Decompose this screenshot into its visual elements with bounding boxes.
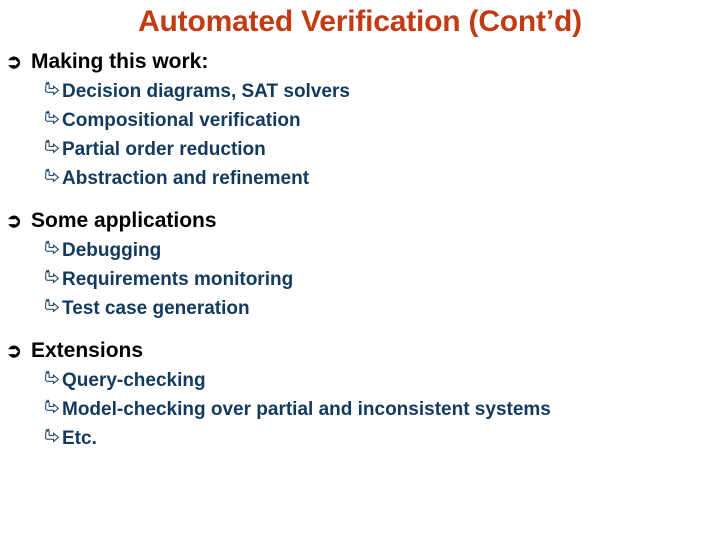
bullet-level2-label: Decision diagrams, SAT solvers (62, 81, 350, 102)
bullet-level2-label: Model-checking over partial and inconsis… (62, 399, 551, 420)
bullet-level2-label: Test case generation (62, 298, 250, 319)
circled-right-arrow-icon: ➲ (6, 341, 22, 362)
slide-body: ➲ Making this work: Decision diagrams, S… (0, 47, 720, 453)
pointing-hand-icon (44, 168, 62, 183)
bullet-level2: Test case generation (0, 294, 720, 323)
pointing-hand-icon (44, 370, 62, 385)
bullet-group: ➲ Extensions Query-checking Model-checki… (0, 336, 720, 453)
circled-right-arrow-icon: ➲ (6, 52, 22, 73)
bullet-level1: ➲ Some applications (0, 206, 720, 236)
pointing-hand-icon (44, 240, 62, 255)
bullet-level2: Abstraction and refinement (0, 164, 720, 193)
circled-right-arrow-icon: ➲ (6, 211, 22, 232)
bullet-level1: ➲ Making this work: (0, 47, 720, 77)
bullet-level2: Query-checking (0, 366, 720, 395)
pointing-hand-icon (44, 399, 62, 414)
bullet-level2: Etc. (0, 424, 720, 453)
pointing-hand-icon (44, 110, 62, 125)
bullet-level2: Requirements monitoring (0, 265, 720, 294)
pointing-hand-icon (44, 428, 62, 443)
bullet-level2-label: Etc. (62, 428, 97, 449)
bullet-level2-label: Compositional verification (62, 110, 301, 131)
bullet-level1: ➲ Extensions (0, 336, 720, 366)
bullet-group: ➲ Some applications Debugging Requiremen… (0, 206, 720, 323)
bullet-level2: Partial order reduction (0, 135, 720, 164)
bullet-group: ➲ Making this work: Decision diagrams, S… (0, 47, 720, 193)
bullet-level2: Compositional verification (0, 106, 720, 135)
bullet-level2-label: Abstraction and refinement (62, 168, 310, 189)
bullet-level1-label: Some applications (31, 209, 217, 232)
bullet-level1-label: Extensions (31, 339, 144, 362)
page-title: Automated Verification (Cont’d) (138, 5, 582, 38)
pointing-hand-icon (44, 298, 62, 313)
bullet-level2-label: Query-checking (62, 370, 206, 391)
bullet-level2-label: Debugging (62, 240, 162, 261)
pointing-hand-icon (44, 139, 62, 154)
bullet-level2: Decision diagrams, SAT solvers (0, 77, 720, 106)
bullet-level1-label: Making this work: (31, 50, 209, 73)
pointing-hand-icon (44, 81, 62, 96)
bullet-level2: Debugging (0, 236, 720, 265)
bullet-level2: Model-checking over partial and inconsis… (0, 395, 720, 424)
pointing-hand-icon (44, 269, 62, 284)
bullet-level2-label: Requirements monitoring (62, 269, 294, 290)
bullet-level2-label: Partial order reduction (62, 139, 266, 160)
